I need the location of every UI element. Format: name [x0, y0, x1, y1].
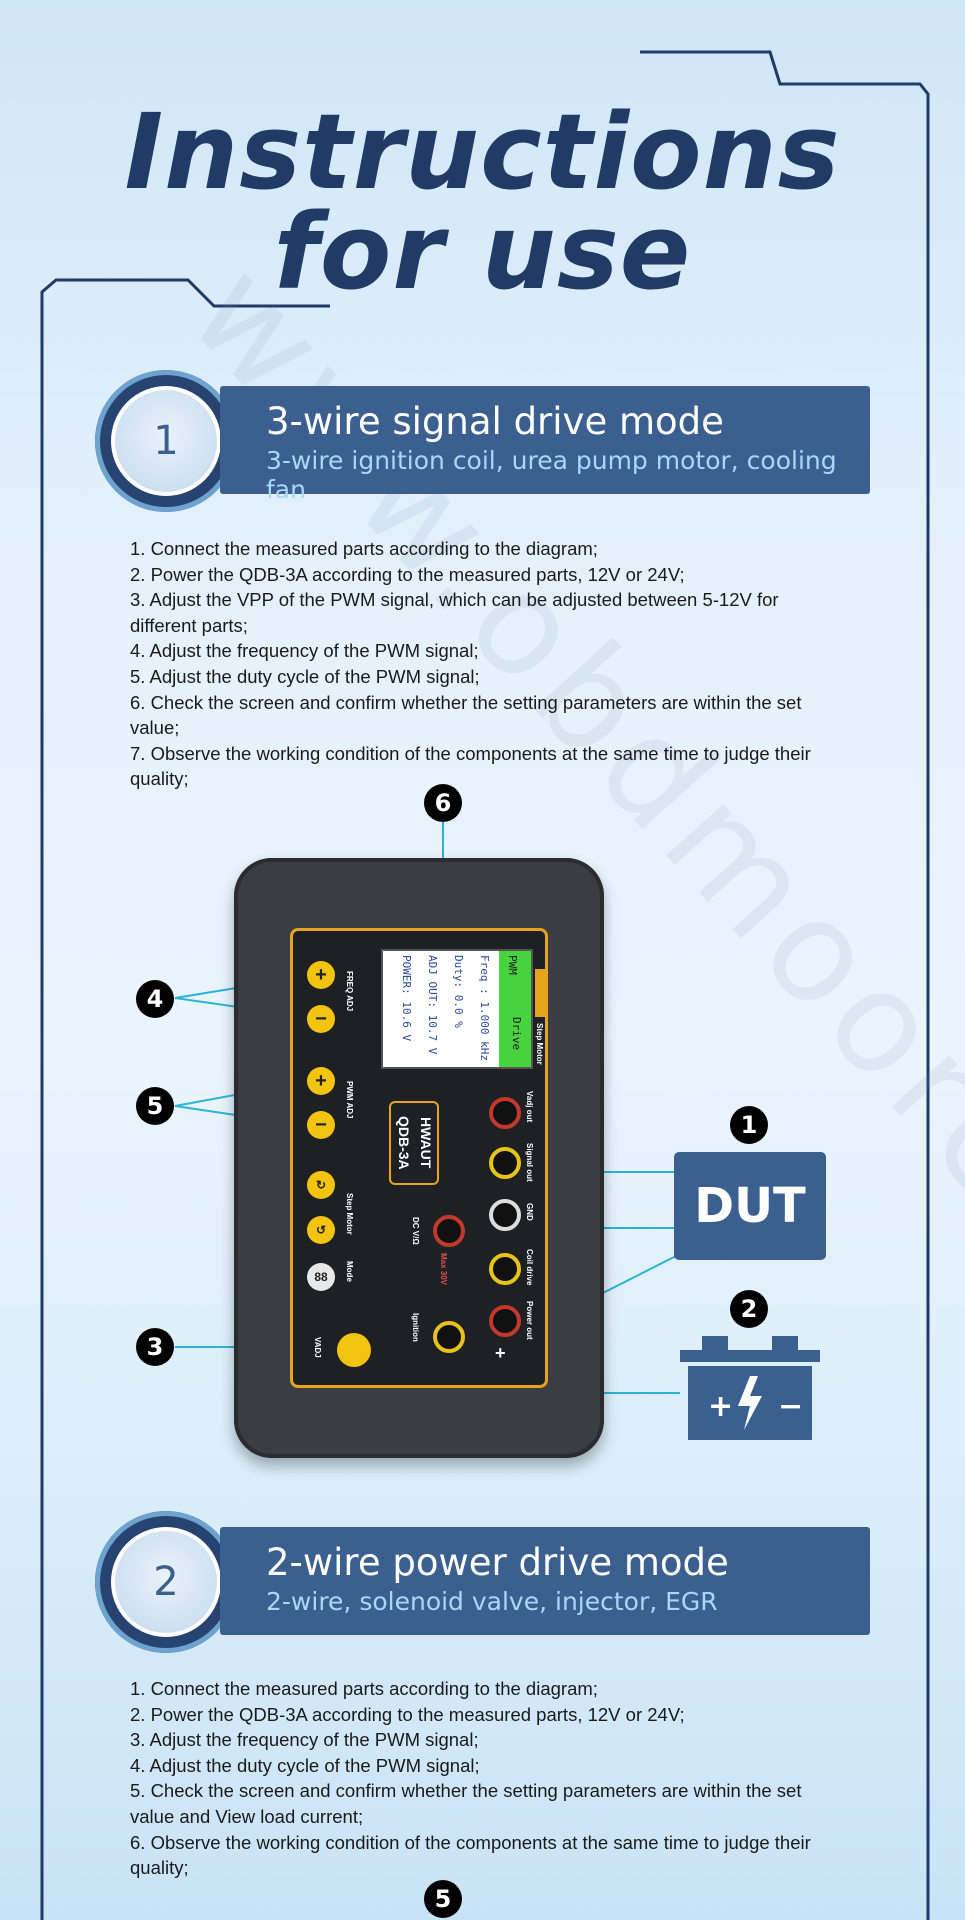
step-item: 2. Power the QDB-3A according to the mea… — [130, 1703, 685, 1725]
pwm-up-button[interactable]: + — [307, 1067, 335, 1095]
section2-subtitle: 2-wire, solenoid valve, injector, EGR — [266, 1587, 718, 1616]
power-out-jack[interactable] — [489, 1305, 521, 1337]
screen-adj: ADJ OUT: 10.7 V — [426, 955, 439, 1055]
lcd-screen: PWM Drive Freq : 1.000 kHz Duty: 0.0 % A… — [381, 949, 533, 1069]
screen-power: POWER: 10.6 V — [400, 955, 413, 1042]
step-item: 1. Connect the measured parts according … — [130, 538, 598, 559]
callout-1: 1 — [730, 1106, 768, 1144]
screen-freq: Freq : 1.000 kHz — [478, 955, 491, 1061]
battery-plus: + — [708, 1389, 733, 1424]
pwm-down-button[interactable]: − — [307, 1111, 335, 1139]
screen-pwm: PWM — [506, 955, 519, 975]
vadj-knob[interactable] — [337, 1333, 371, 1367]
vadj-label: VADJ — [313, 1337, 322, 1358]
screen-drive: Drive — [510, 1017, 523, 1051]
section1-banner: 3-wire signal drive mode 3-wire ignition… — [220, 386, 870, 504]
step-item: 2. Power the QDB-3A according to the mea… — [130, 563, 685, 585]
brand-name: HWAUT — [418, 1117, 434, 1169]
section1-number-badge: 1 — [95, 370, 237, 512]
ignition-jack[interactable] — [433, 1321, 465, 1353]
brand-logo: HWAUT QDB-3A — [389, 1101, 439, 1185]
qdb-3a-device: PWM Drive Freq : 1.000 kHz Duty: 0.0 % A… — [234, 858, 604, 1458]
callout-5: 5 — [136, 1087, 174, 1125]
dc-vd-label: DC V/Ω — [411, 1217, 420, 1245]
step-motor-top-label: Step Motor — [535, 1023, 544, 1065]
section2-number: 2 — [111, 1527, 221, 1637]
page-title-line1: Instructions — [124, 91, 841, 213]
step-item: 7. Observe the working condition of the … — [130, 742, 811, 790]
power-plus-sign: + — [495, 1343, 506, 1363]
power-out-label: Power out — [525, 1301, 534, 1340]
mode-label: Mode — [345, 1261, 354, 1282]
dut-box: DUT — [674, 1152, 826, 1260]
signal-out-label: Signal out — [525, 1143, 534, 1182]
battery-icon: + − — [680, 1336, 820, 1440]
step-item: 4. Adjust the frequency of the PWM signa… — [130, 640, 479, 662]
pwm-adj-label: PWM ADJ — [345, 1081, 354, 1119]
section2-banner: 2-wire power drive mode 2-wire, solenoid… — [220, 1527, 870, 1635]
callout-5-bottom: 5 — [424, 1880, 462, 1918]
callout-6: 6 — [424, 784, 462, 822]
step-item: 1. Connect the measured parts according … — [130, 1678, 598, 1699]
section2-title: 2-wire power drive mode — [266, 1541, 729, 1584]
step-item: 5. Check the screen and confirm whether … — [130, 1780, 802, 1827]
gnd-label: GND — [525, 1203, 534, 1221]
coil-drive-jack[interactable] — [489, 1253, 521, 1285]
screen-duty: Duty: 0.0 % — [452, 955, 465, 1028]
step-motor-label: Step Motor — [345, 1193, 354, 1235]
battery-minus: − — [778, 1389, 803, 1424]
section1-subtitle: 3-wire ignition coil, urea pump motor, c… — [266, 446, 837, 504]
coil-drive-label: Coil drive — [525, 1249, 534, 1286]
step-item: 5. Adjust the duty cycle of the PWM sign… — [130, 665, 480, 687]
section1-number: 1 — [111, 386, 221, 496]
section1-title: 3-wire signal drive mode — [266, 400, 724, 443]
model-name: QDB-3A — [396, 1116, 412, 1170]
freq-down-button[interactable]: − — [307, 1005, 335, 1033]
max30-label: Max 30V — [439, 1253, 448, 1286]
step-item: 3. Adjust the VPP of the PWM signal, whi… — [130, 589, 779, 636]
callout-3: 3 — [136, 1328, 174, 1366]
step-item: 6. Check the screen and confirm whether … — [130, 691, 802, 739]
gnd-jack[interactable] — [489, 1199, 521, 1231]
control-panel: PWM Drive Freq : 1.000 kHz Duty: 0.0 % A… — [290, 928, 548, 1388]
section2-number-badge: 2 — [95, 1511, 237, 1653]
step-motor-indicator — [535, 969, 547, 1017]
section1-steps: 1. Connect the measured parts according … — [130, 536, 850, 792]
page-title-line2: for use — [273, 191, 692, 313]
ignition-label: Ignition — [411, 1313, 420, 1342]
mode-button[interactable]: 88 — [307, 1263, 335, 1291]
step-motor-ccw-button[interactable]: ↺ — [307, 1216, 335, 1244]
section2-steps: 1. Connect the measured parts according … — [130, 1676, 850, 1881]
step-motor-cw-button[interactable]: ↻ — [307, 1171, 335, 1199]
vadj-out-label: Vadj out — [525, 1091, 534, 1123]
step-item: 6. Observe the working condition of the … — [130, 1831, 811, 1879]
freq-adj-label: FREQ ADJ — [345, 971, 354, 1012]
brand-model: HWAUT QDB-3A — [391, 1103, 437, 1183]
step-item: 3. Adjust the frequency of the PWM signa… — [130, 1729, 479, 1751]
callout-2: 2 — [730, 1290, 768, 1328]
freq-up-button[interactable]: + — [307, 961, 335, 989]
vadj-out-jack[interactable] — [489, 1097, 521, 1129]
signal-out-jack[interactable] — [489, 1147, 521, 1179]
dc-voltage-jack[interactable] — [433, 1215, 465, 1247]
step-item: 4. Adjust the duty cycle of the PWM sign… — [130, 1754, 480, 1776]
screen-green-bar — [499, 951, 531, 1067]
callout-4: 4 — [136, 980, 174, 1018]
